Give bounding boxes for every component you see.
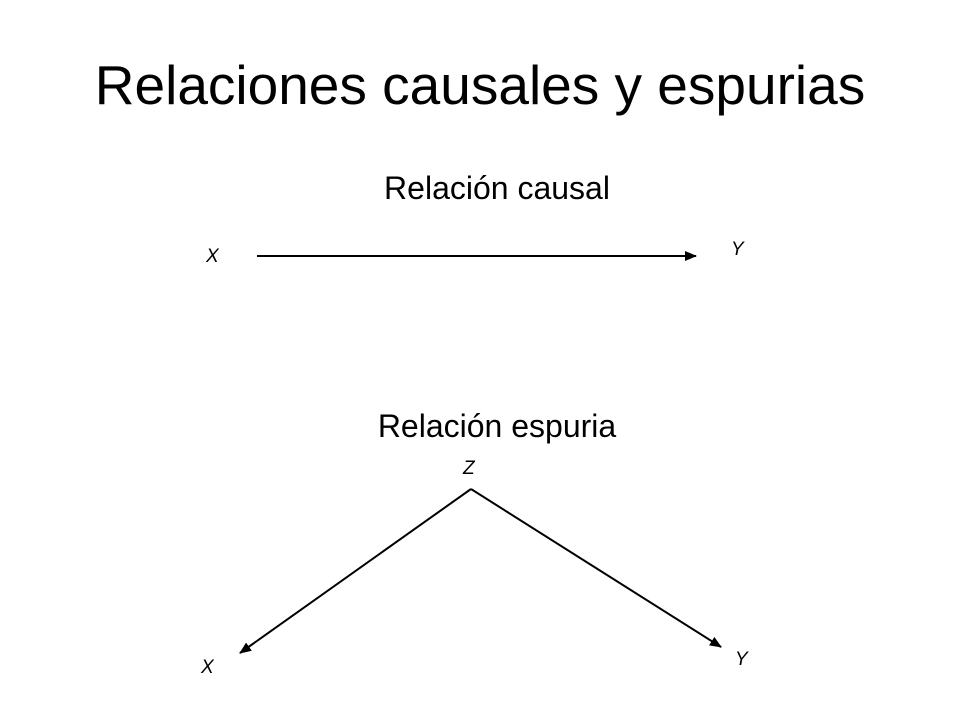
causal-heading: Relación causal [384,170,610,206]
slide-title: Relaciones causales y espurias [94,54,866,116]
z-to-y-arrow [470,488,722,648]
spurious-z-label: Z [463,458,475,479]
causal-x-label: X [206,246,219,267]
spurious-heading: Relación espuria [377,408,617,444]
spurious-y-label: Y [735,649,748,670]
spurious-x-label: X [201,657,214,678]
z-to-x-arrow [239,488,472,654]
causal-y-label: Y [731,239,744,260]
